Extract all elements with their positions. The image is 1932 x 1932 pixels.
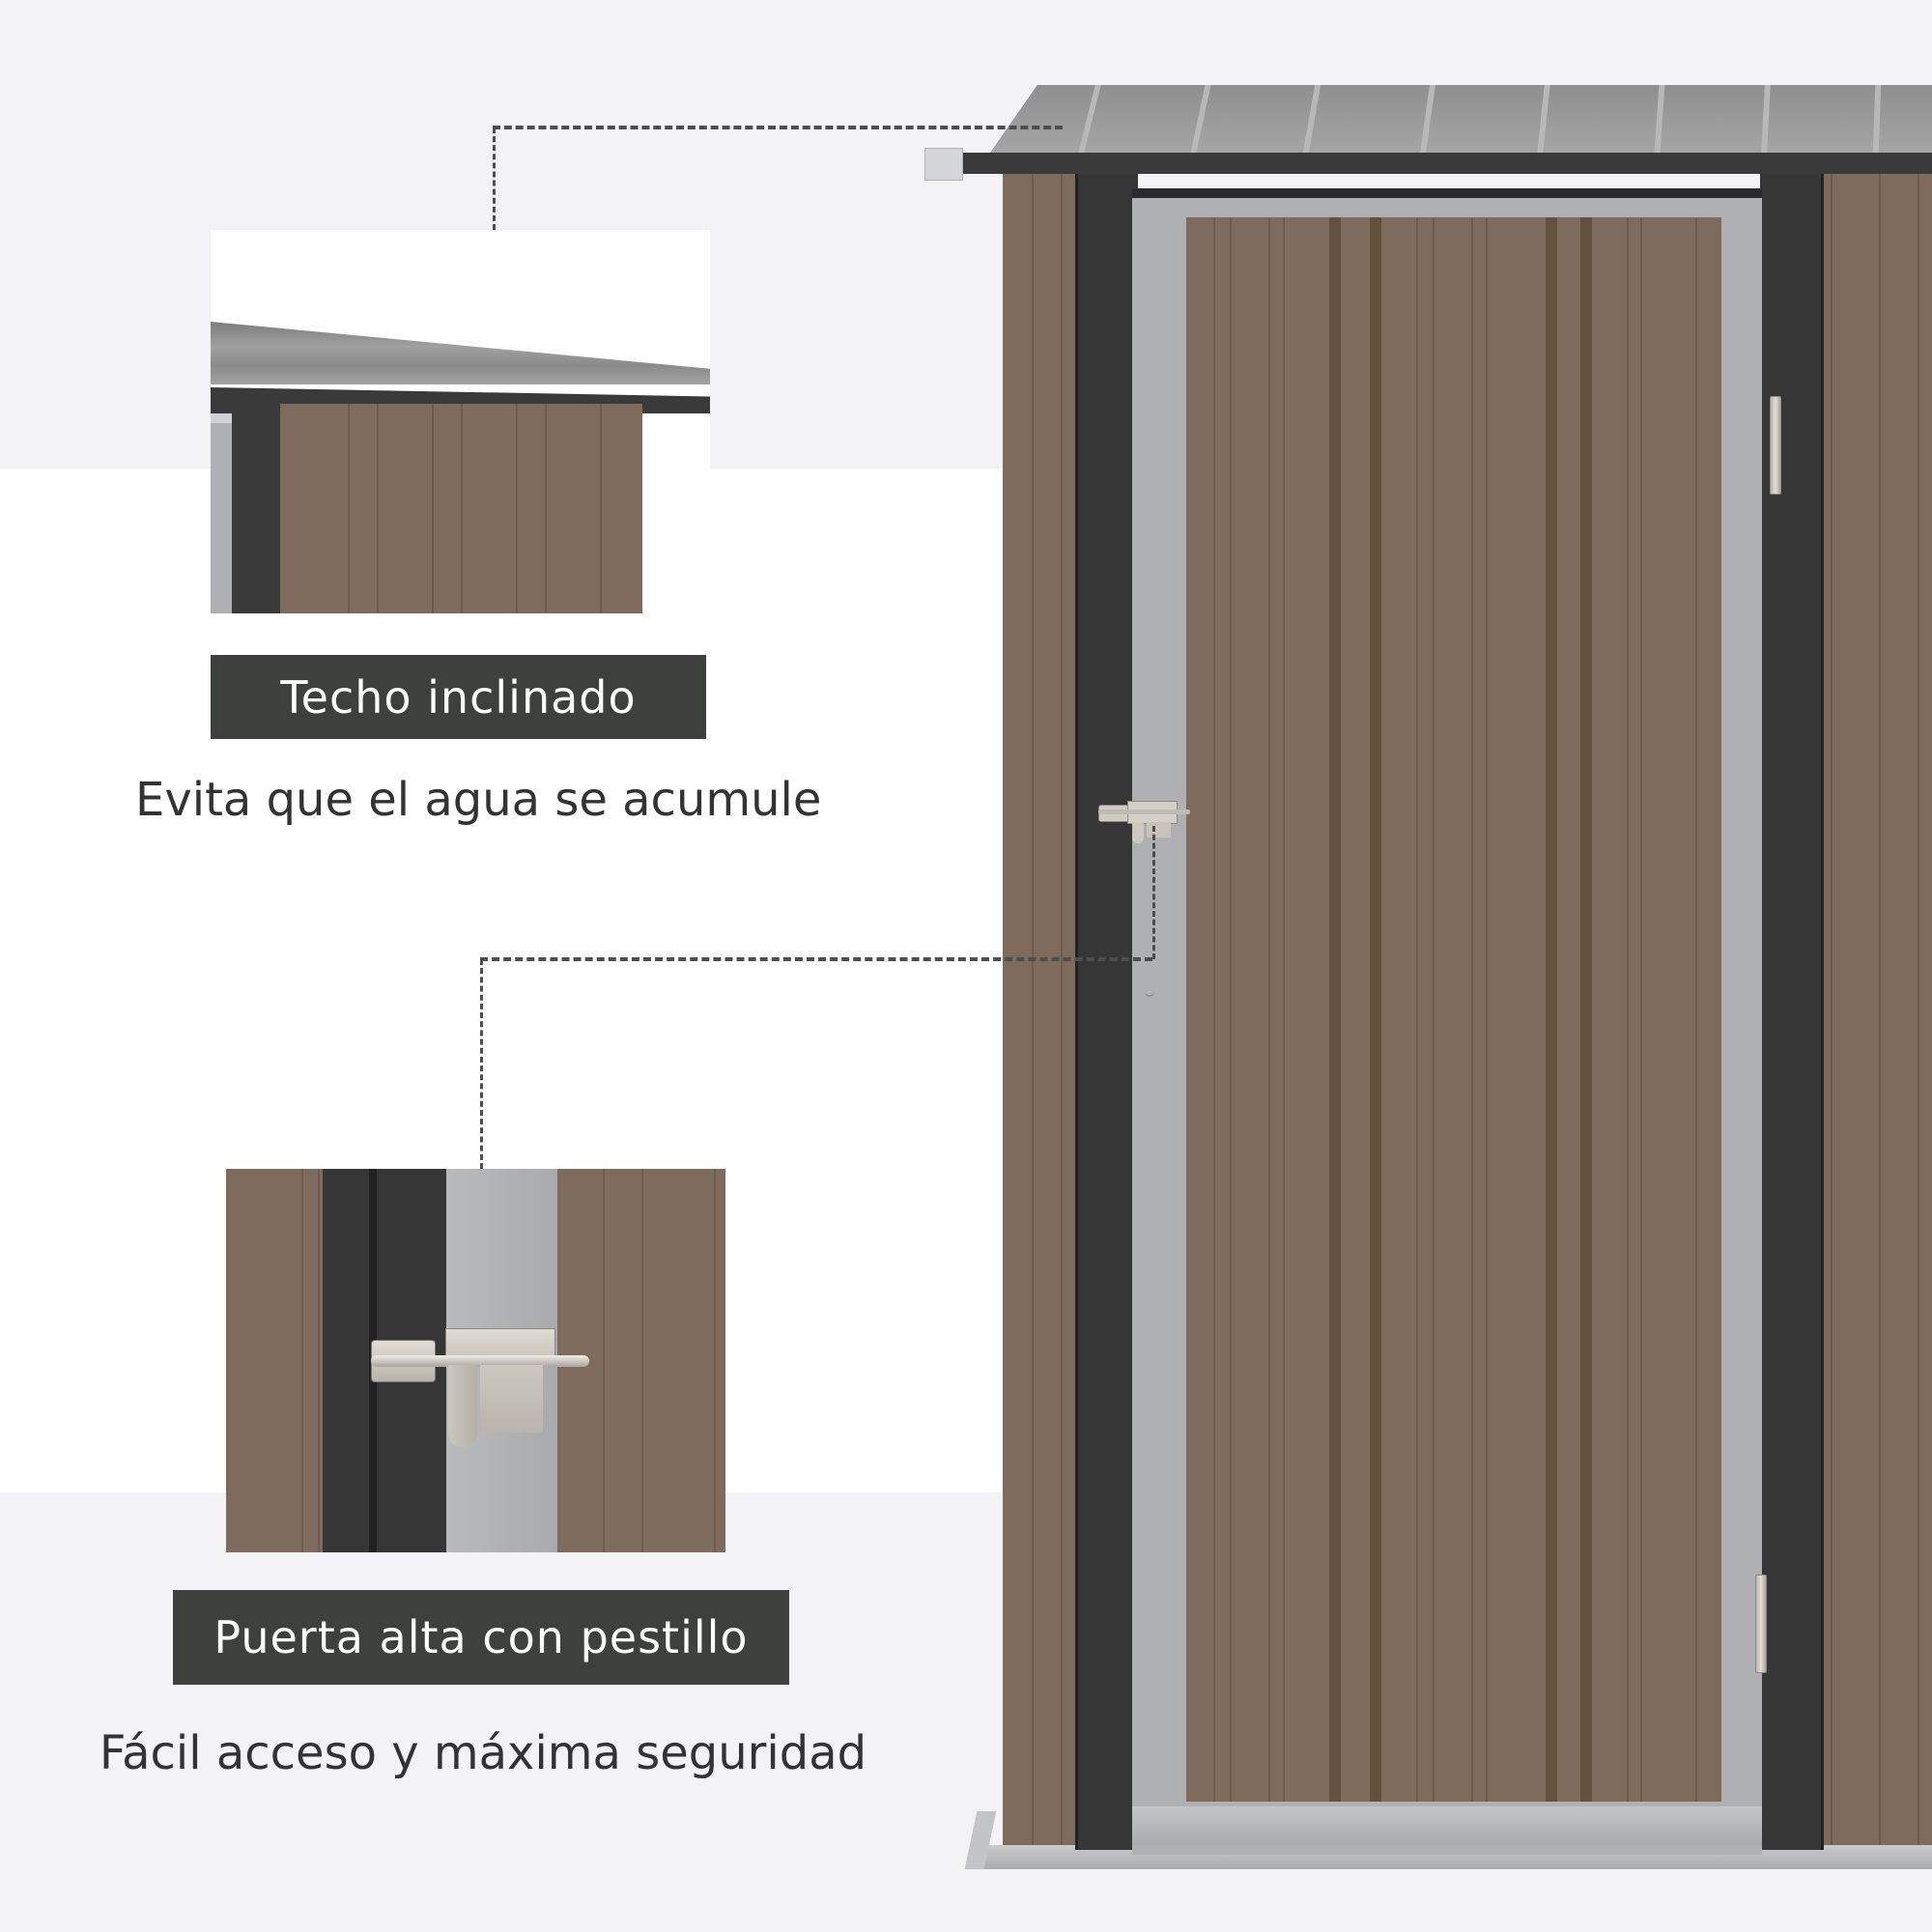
connector-latch-horizontal [480, 957, 1152, 961]
connector-roof-vertical [493, 128, 496, 230]
feature-label-latch: Puerta alta con pestillo [173, 1590, 789, 1685]
feature-label-text: Puerta alta con pestillo [213, 1611, 749, 1663]
roof-fascia [959, 153, 1932, 174]
shed-right-wall [1821, 174, 1932, 1845]
latch-bolt-icon [371, 1328, 593, 1447]
door-panel[interactable] [1186, 217, 1721, 1802]
feature-label-text: Techo inclinado [280, 670, 637, 724]
connector-latch-vertical [480, 959, 483, 1169]
shed-illustration [923, 82, 1932, 1879]
feature-label-roof: Techo inclinado [211, 655, 706, 739]
door-bottom-rail [1132, 1806, 1762, 1845]
latch-closeup-inset [226, 1169, 725, 1552]
door-latch-icon[interactable] [1098, 799, 1190, 847]
door-keyhole [1145, 987, 1154, 997]
connector-roof-horizontal [493, 126, 1063, 129]
hinge-icon [1755, 1575, 1767, 1673]
feature-caption-roof: Evita que el agua se acumule [135, 773, 822, 827]
hinge-icon [1770, 396, 1781, 495]
connector-latch-riser [1152, 826, 1155, 959]
roof-end-cap [924, 148, 963, 181]
shed-roof [990, 85, 1932, 153]
feature-caption-latch: Fácil acceso y máxima seguridad [99, 1726, 867, 1780]
shed-left-wall [1003, 174, 1075, 1845]
roof-closeup-inset [211, 230, 710, 613]
left-post [1075, 174, 1138, 1850]
